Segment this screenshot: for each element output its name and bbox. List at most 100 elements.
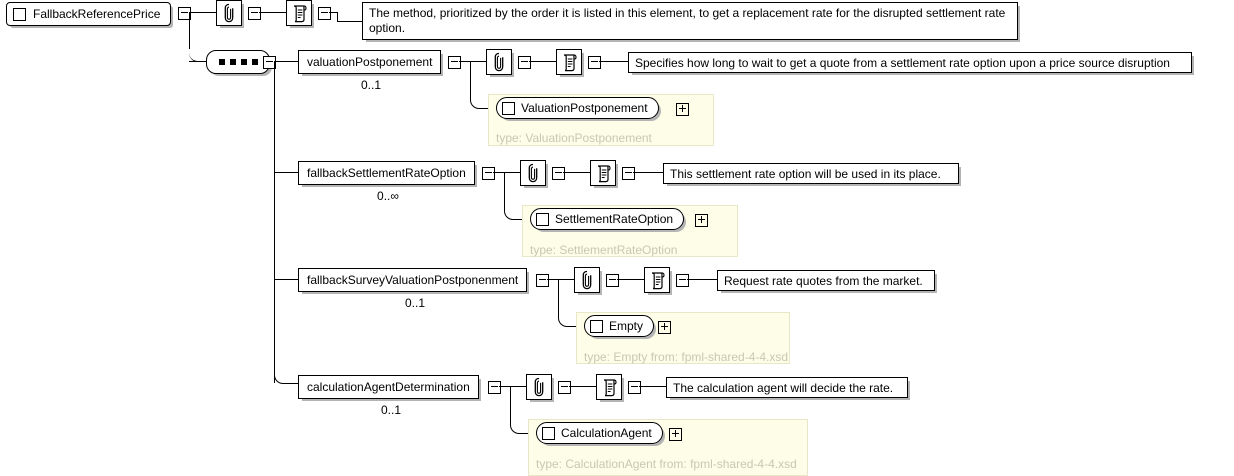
- element-fallbacksettlementrateoption[interactable]: fallbackSettlementRateOption: [298, 161, 475, 185]
- valuationpostponement-expand-toggle[interactable]: [448, 56, 461, 69]
- r1-type-expand-toggle[interactable]: [676, 103, 689, 116]
- connector-r3-elbow: [558, 314, 577, 327]
- cardinality-valuationpostponement: 0..1: [360, 78, 381, 92]
- sequence-dot: [240, 59, 247, 65]
- element-calculationagentdetermination[interactable]: calculationAgentDetermination: [298, 375, 479, 399]
- r1-documentation-toggle[interactable]: [588, 56, 601, 69]
- compositor-expand-toggle[interactable]: [263, 56, 276, 69]
- r3-type-caption: type: Empty from: fpml-shared-4-4.xsd: [584, 350, 789, 364]
- connector-r4-to-annotation: [499, 386, 526, 387]
- r3-documentation-toggle[interactable]: [676, 274, 689, 287]
- fallbacksettlementrateoption-expand-toggle[interactable]: [482, 167, 495, 180]
- documentation-icon[interactable]: [556, 49, 582, 75]
- connector-r3-to-annotation: [547, 279, 574, 280]
- cardinality-fallbacksettlementrateoption: 0..∞: [377, 189, 399, 203]
- r1-type-caption: type: ValuationPostponement: [496, 131, 652, 145]
- r4-type-expand-toggle[interactable]: [669, 428, 682, 441]
- sequence-dot: [229, 59, 236, 65]
- r4-documentation-box: The calculation agent will decide the ra…: [666, 377, 908, 398]
- connector-r2-doc-to-annobox: [633, 172, 663, 173]
- connector-r3-doc-to-annobox: [687, 279, 717, 280]
- connector-r3-annotation-to-doc: [617, 279, 644, 280]
- root-element-fallbackreferenceprice[interactable]: FallbackReferencePrice: [6, 2, 172, 26]
- element-icon: [590, 319, 603, 333]
- r3-documentation-box: Request rate quotes from the market.: [717, 270, 935, 291]
- element-name: fallbackSettlementRateOption: [307, 166, 466, 180]
- root-documentation-text: The method, prioritized by the order it …: [369, 6, 1006, 35]
- connector-doc-to-annobox: [337, 21, 362, 22]
- element-icon: [542, 426, 555, 440]
- root-documentation-toggle[interactable]: [318, 7, 331, 20]
- r1-documentation-text: Specifies how long to wait to get a quot…: [635, 56, 1170, 70]
- element-name: fallbackSurveyValuationPostponenment: [307, 273, 519, 287]
- connector-r2-elbow: [504, 207, 523, 220]
- element-icon: [536, 212, 549, 226]
- connector-root-to-annotation: [189, 12, 216, 13]
- connector-r4-elbow: [510, 421, 529, 434]
- r4-documentation-text: The calculation agent will decide the ra…: [673, 381, 894, 395]
- type-ref-valuationpostponement[interactable]: ValuationPostponement: [496, 97, 659, 119]
- r2-documentation-box: This settlement rate option will be used…: [663, 163, 959, 184]
- paperclip-icon[interactable]: [216, 0, 242, 26]
- documentation-icon[interactable]: [596, 374, 622, 400]
- calculationagentdetermination-expand-toggle[interactable]: [488, 381, 501, 394]
- type-ref-label: Empty: [609, 319, 644, 333]
- cardinality-fallbacksurveyvaluationpostponenment: 0..1: [404, 296, 425, 310]
- documentation-icon[interactable]: [286, 0, 312, 26]
- type-ref-empty[interactable]: Empty: [584, 315, 655, 337]
- r3-annotation-toggle[interactable]: [606, 274, 619, 287]
- r3-documentation-text: Request rate quotes from the market.: [724, 274, 923, 288]
- r4-documentation-toggle[interactable]: [628, 381, 641, 394]
- type-ref-settlementrateoption[interactable]: SettlementRateOption: [530, 208, 685, 230]
- r4-type-caption: type: CalculationAgent from: fpml-shared…: [536, 457, 797, 471]
- r1-documentation-box: Specifies how long to wait to get a quot…: [628, 52, 1192, 73]
- r2-documentation-toggle[interactable]: [622, 167, 635, 180]
- paperclip-icon[interactable]: [520, 160, 546, 186]
- root-element-label: FallbackReferencePrice: [33, 7, 161, 21]
- connector-r1-doc-to-annobox: [599, 61, 628, 62]
- type-ref-calculationagent[interactable]: CalculationAgent: [536, 422, 663, 444]
- paperclip-icon[interactable]: [526, 374, 552, 400]
- connector-r1-down: [470, 61, 471, 96]
- connector-r1-elbow: [470, 96, 489, 109]
- sequence-dot: [251, 59, 258, 65]
- paperclip-icon[interactable]: [486, 49, 512, 75]
- connector-r2-annotation-to-doc: [563, 172, 590, 173]
- connector-doc-drop: [337, 12, 338, 21]
- connector-branch-child3: [274, 279, 298, 280]
- connector-root-to-compositor: [189, 61, 206, 62]
- connector-compositor-spine: [274, 61, 275, 383]
- documentation-icon[interactable]: [644, 267, 670, 293]
- paperclip-icon[interactable]: [574, 267, 600, 293]
- type-ref-label: CalculationAgent: [561, 426, 652, 440]
- fallbacksurveyvaluationpostponenment-expand-toggle[interactable]: [536, 274, 549, 287]
- connector-branch-child2: [274, 172, 298, 173]
- connector-r1-annotation-to-doc: [529, 61, 556, 62]
- connector-r4-annotation-to-doc: [569, 386, 596, 387]
- connector-doc-seg1: [329, 12, 337, 13]
- connector-r1-to-annotation: [459, 61, 486, 62]
- documentation-icon[interactable]: [590, 160, 616, 186]
- r4-annotation-toggle[interactable]: [558, 381, 571, 394]
- element-name: calculationAgentDetermination: [307, 380, 470, 394]
- r2-documentation-text: This settlement rate option will be used…: [670, 167, 941, 181]
- connector-r4-doc-to-annobox: [639, 386, 666, 387]
- connector-r3-down: [558, 279, 559, 314]
- connector-root-down: [189, 12, 190, 49]
- r3-type-expand-toggle[interactable]: [658, 321, 671, 334]
- connector-r2-to-annotation: [493, 172, 520, 173]
- connector-compositor-to-child1: [274, 61, 298, 62]
- r1-annotation-toggle[interactable]: [518, 56, 531, 69]
- r2-type-expand-toggle[interactable]: [695, 214, 708, 227]
- root-annotation-toggle[interactable]: [248, 7, 261, 20]
- root-expand-toggle[interactable]: [178, 7, 191, 20]
- sequence-dot: [218, 59, 225, 65]
- element-fallbacksurveyvaluationpostponenment[interactable]: fallbackSurveyValuationPostponenment: [298, 268, 528, 292]
- type-ref-label: SettlementRateOption: [555, 212, 674, 226]
- element-valuationpostponement[interactable]: valuationPostponement: [298, 50, 442, 74]
- element-name: valuationPostponement: [307, 55, 433, 69]
- r2-annotation-toggle[interactable]: [552, 167, 565, 180]
- sequence-compositor[interactable]: [206, 50, 270, 74]
- r2-type-caption: type: SettlementRateOption: [530, 243, 678, 257]
